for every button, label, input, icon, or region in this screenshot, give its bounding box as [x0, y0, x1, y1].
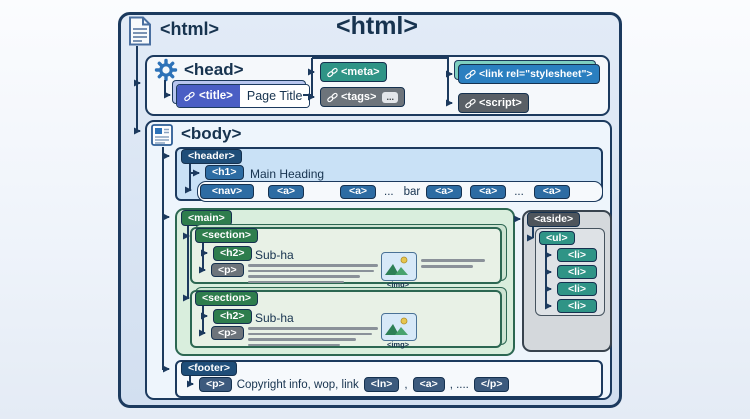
p-chip: <p> [211, 263, 244, 277]
nav-bar: <nav> <a> <a> ... bar <a> <a> ... <a> [197, 181, 603, 202]
meta-chip: <meta> [320, 62, 387, 82]
h2-text: Sub-ha [255, 248, 294, 262]
section-chip: <section> [195, 228, 259, 243]
a-chip: <a> [340, 184, 376, 199]
text-line [248, 343, 340, 346]
p-chip: <p> [211, 326, 244, 340]
img-label: <img> [386, 280, 410, 289]
link-icon [465, 98, 476, 108]
tags-more-label: ... [382, 91, 398, 103]
text-line [248, 264, 378, 267]
link-tag-label: <link rel="stylesheet"> [479, 67, 593, 80]
image-placeholder-icon [381, 252, 417, 281]
page-title: <html> [336, 12, 418, 40]
footer-text: Copyright info, wop, link [236, 378, 359, 391]
a-chip: <a> [268, 184, 304, 199]
li-chip: <li> [557, 299, 597, 313]
article-icon [151, 124, 173, 146]
section-chip: <section> [195, 291, 259, 306]
main-chip: <main> [181, 210, 232, 226]
image-placeholder-icon [381, 313, 417, 341]
script-tag-label: <script> [479, 96, 522, 109]
text-line [248, 269, 374, 272]
nav-ellipsis: ... [384, 185, 394, 198]
nav-ellipsis: ... [514, 185, 524, 198]
li-chip: <li> [557, 282, 597, 296]
head-label: <head> [184, 60, 244, 79]
footer-separator: , [404, 378, 408, 391]
h2-text: Sub-ha [255, 311, 294, 325]
a-chip: <a> [470, 184, 507, 199]
link-icon [327, 92, 338, 102]
li-chip: <li> [557, 248, 597, 262]
footer-p-chip: <p> [199, 377, 232, 392]
li-chip: <li> [557, 265, 597, 279]
html-frame-label: <html> [160, 19, 220, 39]
img-label: <img> [386, 340, 410, 349]
body-label: <body> [181, 124, 242, 143]
title-chip: <title> Page Title [176, 84, 311, 108]
footer-closep-chip: </p> [473, 377, 510, 392]
header-chip: <header> [181, 149, 242, 164]
text-line [421, 259, 485, 262]
h1-chip: <h1> [205, 165, 244, 180]
footer-ln-chip: <ln> [363, 377, 400, 392]
text-line [248, 332, 372, 335]
text-line [248, 327, 378, 330]
tags-tag-label: <tags> [341, 90, 377, 103]
tags-chip: <tags> ... [320, 87, 405, 107]
text-line [248, 280, 344, 283]
meta-tag-label: <meta> [341, 65, 380, 78]
title-tag-label: <title> [199, 90, 233, 102]
ul-chip: <ul> [539, 231, 575, 245]
text-line [248, 338, 356, 341]
stylesheet-link-chip: <link rel="stylesheet"> [458, 64, 600, 84]
link-icon [465, 69, 476, 79]
script-chip: <script> [458, 93, 529, 113]
text-line [248, 275, 360, 278]
h1-text: Main Heading [250, 167, 325, 181]
h2-chip: <h2> [213, 309, 252, 324]
aside-chip: <aside> [527, 212, 581, 227]
a-chip: <a> [426, 184, 463, 199]
a-chip: <a> [533, 184, 570, 199]
h2-chip: <h2> [213, 246, 252, 261]
nav-chip: <nav> [200, 184, 254, 199]
footer-chip: <footer> [181, 361, 238, 376]
text-line [421, 265, 473, 268]
document-icon [128, 16, 152, 46]
footer-separator: , .... [449, 378, 469, 391]
nav-bar-text: bar [403, 185, 421, 198]
footer-content-row: <p> Copyright info, wop, link <ln> , <a>… [199, 377, 510, 392]
link-icon [327, 67, 338, 77]
footer-a-chip: <a> [412, 377, 445, 392]
gear-icon [154, 58, 178, 82]
page-title-value: Page Title [239, 85, 310, 107]
link-icon [184, 91, 195, 101]
